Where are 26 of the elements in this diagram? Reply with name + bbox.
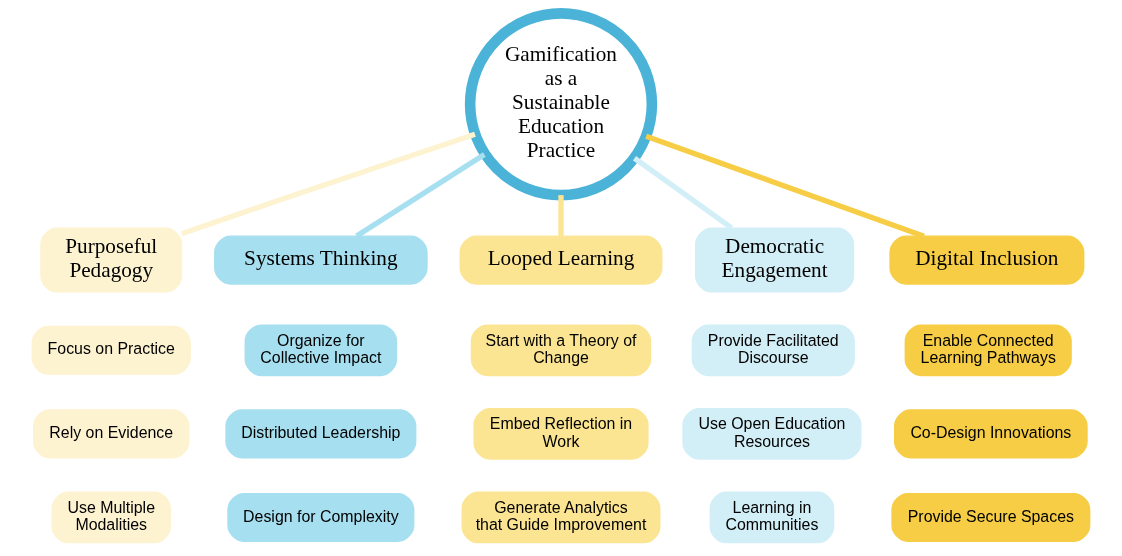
- node-box: Embed Reflection in Work: [473, 408, 649, 460]
- node-box: Enable Connected Learning Pathways: [904, 324, 1072, 377]
- node-box: Start with a Theory of Change: [470, 324, 652, 377]
- node-box: Focus on Practice: [31, 325, 191, 375]
- connector: [180, 131, 476, 237]
- node-box: Design for Complexity: [227, 492, 415, 542]
- node-box: Generate Analytics that Guide Improvement: [461, 491, 661, 544]
- node-box: Looped Learning: [459, 235, 663, 285]
- node-box: Use Multiple Modalities: [51, 491, 171, 544]
- node-box: Organize for Collective Impact: [244, 324, 398, 377]
- connector: [355, 152, 486, 239]
- node-box: Co-Design Innovations: [894, 409, 1088, 459]
- node-box: Rely on Evidence: [32, 409, 190, 459]
- node-box: Distributed Leadership: [225, 409, 417, 459]
- node-box: Systems Thinking: [214, 235, 428, 285]
- node-circle: Gamification as a Sustainable Education Practice: [464, 8, 658, 201]
- node-box: Purposeful Pedagogy: [40, 227, 183, 293]
- node-box: Democratic Engagement: [695, 227, 855, 293]
- node-box: Use Open Education Resources: [682, 408, 862, 460]
- node-box: Provide Secure Spaces: [891, 492, 1091, 542]
- node-box: Provide Facilitated Discourse: [691, 324, 855, 377]
- node-box: Digital Inclusion: [889, 235, 1085, 285]
- connector: [558, 195, 564, 237]
- node-box: Learning in Communities: [709, 491, 835, 544]
- connector: [645, 133, 925, 239]
- connector: [632, 156, 734, 230]
